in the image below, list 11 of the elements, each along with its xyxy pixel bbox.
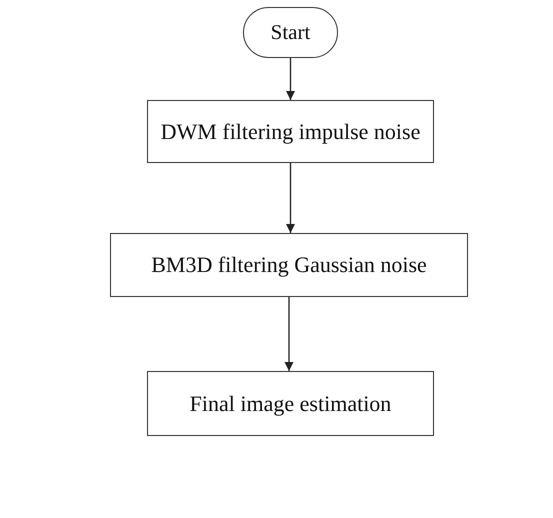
node-label: Start [270, 20, 310, 45]
process-box [110, 233, 468, 297]
start-terminal [243, 7, 338, 58]
node-label: Final image estimation [190, 390, 392, 416]
node-label: DWM filtering impulse noise [160, 118, 420, 144]
arrow [286, 163, 295, 233]
process-box [147, 371, 434, 436]
process-box [147, 100, 434, 163]
arrow [286, 58, 295, 100]
node-label: BM3D filtering Gaussian noise [151, 252, 427, 278]
arrow [284, 297, 294, 371]
